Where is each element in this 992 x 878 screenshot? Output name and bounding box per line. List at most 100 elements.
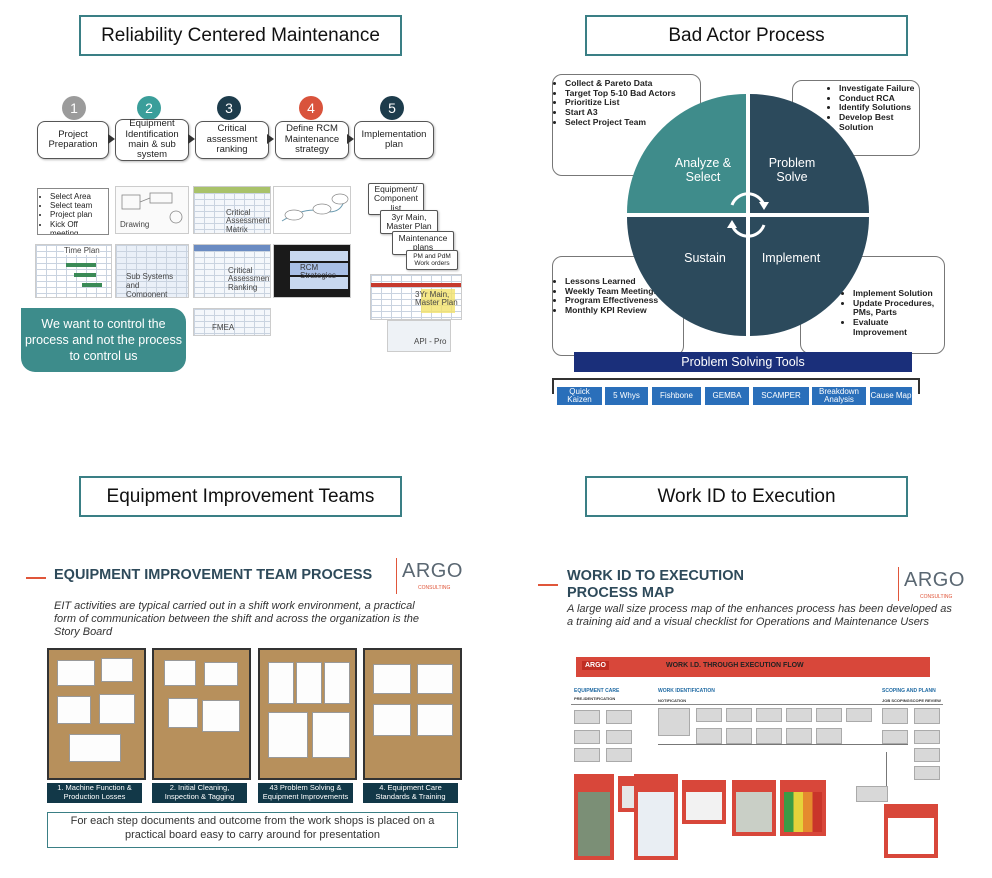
rcm-title: Reliability Centered Maintenance (79, 15, 402, 56)
strategy-flow (281, 193, 349, 222)
analyze-item: Collect & Pareto Data (565, 78, 700, 89)
board-sheet (168, 698, 198, 728)
eit-intro: EIT activities are typical carried out i… (54, 600, 420, 639)
process-step (606, 710, 632, 724)
process-step (574, 710, 600, 724)
tool-scamper: SCAMPER (753, 387, 809, 405)
process-step (882, 730, 908, 744)
work-id-heading-1: WORK ID TO EXECUTION (567, 568, 744, 584)
board-sheet (373, 664, 411, 694)
analyze-item: Start A3 (565, 107, 700, 118)
arrow-4 (347, 134, 354, 144)
solve-quadrant (750, 94, 869, 213)
photo-inner (638, 792, 674, 856)
board-sheet (164, 660, 196, 686)
process-map: ARGO WORK I.D. THROUGH EXECUTION FLOW EQ… (566, 652, 948, 862)
lane-equipment-care: EQUIPMENT CARE (574, 688, 620, 694)
board-sheet (324, 662, 350, 704)
tool-cause-map: Cause Map (870, 387, 912, 405)
heading-accent (26, 577, 46, 579)
drawing-sketch (121, 192, 183, 224)
step-1-badge: 1 (62, 96, 86, 120)
process-step (756, 708, 782, 722)
process-step (846, 708, 872, 722)
prep-item: Project plan (50, 210, 108, 219)
solve-item: Investigate Failure (839, 83, 919, 94)
story-board-4 (363, 648, 462, 780)
matrix-band (194, 187, 270, 193)
lane-divider (571, 704, 943, 705)
photo-panel (732, 780, 776, 836)
plan-band (371, 283, 461, 287)
subsystems-label: Sub Systems and Component (126, 272, 174, 298)
board-sheet (417, 664, 453, 694)
step-3-box: Critical assessment ranking (195, 121, 269, 159)
api-pro-thumb: API - Pro (387, 320, 451, 352)
analyze-quadrant (627, 94, 746, 213)
implement-list: Implement Solution Update Procedures, PM… (841, 288, 944, 337)
process-step (786, 708, 812, 722)
gantt-bars (82, 283, 102, 287)
process-step (914, 766, 940, 780)
rcm-band-2 (290, 263, 348, 275)
story-board-1 (47, 648, 146, 780)
board-sheet (268, 662, 294, 704)
flow-line (886, 752, 887, 786)
gantt-bars (74, 273, 96, 277)
logo-bar (396, 558, 397, 594)
photo-panel (682, 780, 726, 824)
prep-item: Kick Off meeting (50, 220, 108, 234)
process-step (696, 728, 722, 744)
impl-box-1: Equipment/ Component list (368, 183, 424, 215)
process-step (726, 728, 752, 744)
drawing-thumb: Drawing (115, 186, 189, 234)
process-step (914, 730, 940, 744)
ranking-band (194, 245, 270, 251)
process-step (856, 786, 888, 802)
rcm-strategies-thumb: RCM Strategies (273, 244, 351, 298)
map-header: ARGO WORK I.D. THROUGH EXECUTION FLOW (576, 657, 930, 677)
plan-band (421, 289, 455, 313)
process-step (574, 730, 600, 744)
arrow-2 (188, 134, 195, 144)
rcm-band-3 (290, 277, 348, 289)
process-step (816, 728, 842, 744)
sustain-label: Sustain (684, 251, 726, 265)
rcm-strategies-label: RCM Strategies (300, 263, 337, 281)
board-sheet (57, 696, 91, 724)
photo-panel (884, 804, 938, 858)
story-board-2 (152, 648, 251, 780)
lane-job-scoping: JOB SCOPING (882, 698, 910, 703)
process-step (696, 708, 722, 722)
flow-line (658, 744, 908, 745)
step-4-badge: 4 (299, 96, 323, 120)
solve-item: Conduct RCA (839, 93, 919, 104)
prep-list-card: Select Area Select team Project plan Kic… (37, 188, 109, 235)
process-step (606, 748, 632, 762)
crit-matrix-thumb: Critical Assessment Matrix (193, 186, 271, 234)
board-caption-4: 4. Equipment Care Standards & Training (363, 783, 458, 803)
cycle-arrowhead-icon (727, 220, 737, 228)
solve-label: Problem Solve (768, 156, 816, 185)
board-caption-2: 2. Initial Cleaning, Inspection & Taggin… (152, 783, 247, 803)
cycle-wheel (627, 94, 869, 336)
analyze-item: Target Top 5-10 Bad Actors (565, 88, 700, 99)
step-2-badge: 2 (137, 96, 161, 120)
strategy-flow-thumb (273, 186, 351, 234)
board-caption-1: 1. Machine Function & Production Losses (47, 783, 142, 803)
crit-matrix-label: Critical Assessment Matrix (226, 208, 270, 234)
process-step (786, 728, 812, 744)
heading-accent (538, 584, 558, 586)
impl-box-4: PM and PdM Work orders (406, 250, 458, 270)
logo-text: ARGO (402, 560, 463, 582)
photo-panel (780, 780, 826, 836)
board-sheet (417, 704, 453, 736)
cycle-arrowhead-icon (759, 202, 769, 210)
implement-item: Implement Solution (853, 288, 944, 299)
tool-gemba: GEMBA (705, 387, 749, 405)
implement-item: Update Procedures, PMs, Parts (853, 298, 944, 318)
board-sheet (268, 712, 308, 758)
process-step (914, 748, 940, 762)
board-sheet (101, 658, 133, 682)
lane-work-identification: WORK IDENTIFICATION (658, 688, 715, 694)
